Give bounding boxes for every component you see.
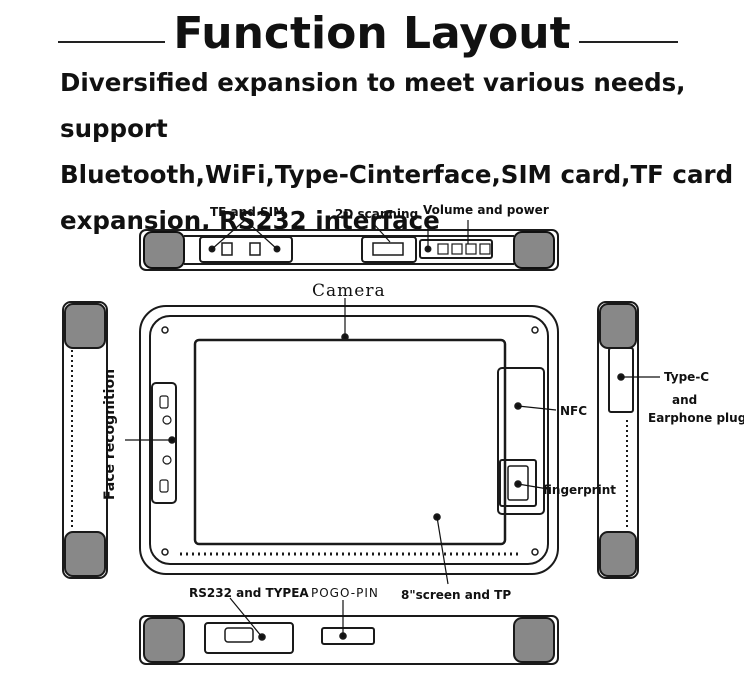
label-volume-power: Volume and power	[423, 203, 549, 217]
top-edge-view	[139, 229, 559, 271]
title-area: Function Layout	[0, 8, 744, 64]
label-tf-sim: TF and SIM	[210, 205, 286, 219]
page-title: Function Layout	[0, 8, 744, 59]
label-fingerprint: fingerprint	[543, 483, 616, 497]
label-nfc: NFC	[560, 404, 588, 418]
label-and: and	[672, 393, 698, 407]
title-rule-right	[546, 41, 678, 43]
front-view	[139, 305, 559, 575]
label-2d-scanning: 2D scanning	[335, 207, 419, 221]
label-screen: 8"screen and TP	[401, 588, 512, 602]
leader-lines	[125, 219, 660, 638]
label-face-recognition: Face recognition	[102, 368, 118, 500]
bottom-edge-view	[139, 615, 559, 665]
right-side-view	[597, 301, 639, 579]
left-side-view	[62, 301, 108, 579]
label-pogo-pin: POGO-PIN	[311, 586, 379, 600]
title-rule-left	[58, 41, 208, 43]
label-earphone-plug: Earphone plug	[648, 411, 744, 425]
description-line-1: Diversified expansion to meet various ne…	[60, 68, 686, 143]
label-type-c: Type-C	[664, 370, 710, 384]
description-line-2: Bluetooth,WiFi,Type-Cinterface,SIM card,…	[60, 160, 734, 189]
label-rs232-typea: RS232 and TYPEA	[189, 586, 309, 600]
label-camera: Camera	[312, 281, 386, 301]
